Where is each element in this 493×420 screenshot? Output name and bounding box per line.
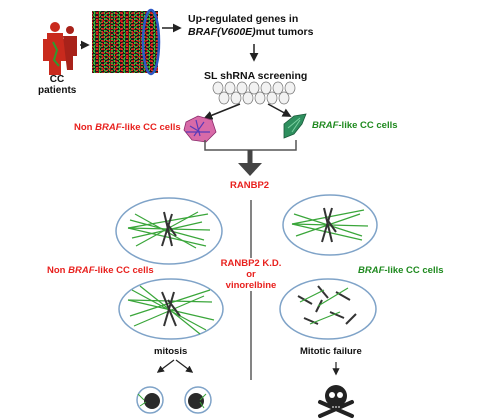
mitotic-cell-bottom-left [118, 278, 224, 340]
nonbraf-mid-label: Non BRAF-like CC cells [47, 265, 154, 276]
screen-to-nonbraf-arrow [203, 103, 241, 120]
treatment-line3: vinorelbine [225, 280, 277, 291]
mitotic-cell-bottom-right [279, 278, 377, 340]
skull-crossbones-icon [318, 385, 354, 418]
screen-to-braf-arrow [267, 103, 292, 117]
nonbraf-mid-italic: BRAF [68, 265, 95, 276]
converge-lines [204, 140, 297, 151]
heatmap-image [92, 8, 161, 76]
nonbraf-top-label: Non BRAF-like CC cells [74, 122, 181, 133]
braf-mid-post: -like CC cells [384, 265, 444, 276]
treatment-line1: RANBP2 K.D. [220, 258, 282, 269]
treatment-label: RANBP2 K.D. or vinorelbine [214, 258, 288, 291]
nonbraf-mid-post: -like CC cells [94, 265, 154, 276]
genes-line1: Up-regulated genes in [188, 13, 299, 25]
braf-cell-cluster-icon [283, 113, 307, 139]
screening-label: SL shRNA screening [204, 70, 308, 82]
genes-line2-rest: mut tumors [255, 26, 314, 38]
patients-line1: CC [49, 74, 65, 85]
nonbraf-top-post: -like CC cells [121, 122, 181, 133]
braf-mid-italic: BRAF [358, 265, 385, 276]
nonbraf-top-italic: BRAF [95, 122, 122, 133]
braf-v600e-text: BRAF(V600E) [188, 26, 256, 38]
mitosis-left-arrow [156, 359, 175, 373]
treatment-line2: or [246, 269, 256, 280]
braf-top-post: -like CC cells [338, 120, 398, 131]
upregulated-genes-label: Up-regulated genes in BRAF(V600E)mut tum… [188, 13, 313, 39]
patients-label: CC patients [38, 74, 76, 96]
braf-mid-label: BRAF-like CC cells [358, 265, 444, 276]
braf-top-italic: BRAF [312, 120, 339, 131]
mitotic-failure-label: Mitotic failure [300, 346, 362, 357]
mitotic-cell-top-right [282, 194, 378, 256]
nonbraf-cell-cluster-icon [183, 115, 217, 143]
braf-top-label: BRAF-like CC cells [312, 120, 398, 131]
mitosis-label: mitosis [154, 346, 188, 357]
patients-line2: patients [38, 85, 77, 96]
daughter-cell-left-icon [136, 386, 164, 414]
daughter-cell-right-icon [184, 386, 212, 414]
ranbp2-label: RANBP2 [230, 180, 270, 191]
mitosis-right-arrow [175, 359, 194, 373]
patient-figures-icon [43, 22, 77, 75]
shrna-plate-icon [212, 81, 296, 105]
ranbp2-arrow-head [238, 163, 262, 176]
mitotic-cell-top-left [115, 197, 223, 265]
nonbraf-top-pre: Non [74, 122, 96, 133]
genes-line2: BRAF(V600E)mut tumors [188, 26, 313, 39]
nonbraf-mid-pre: Non [47, 265, 69, 276]
